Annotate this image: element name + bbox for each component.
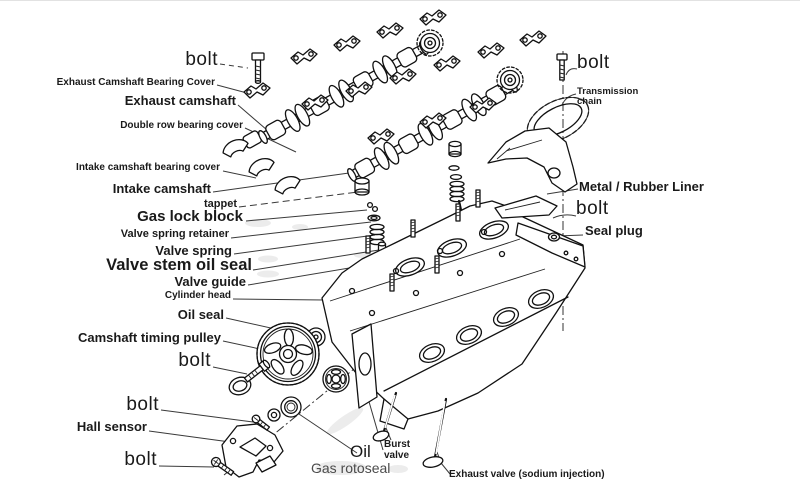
bolt-top-right-drawing [556,53,568,81]
pulley-bolt-washer [228,359,271,396]
label-hall-sensor: Hall sensor [76,419,147,434]
label-intake-camshaft-bearing-cover: Intake camshaft bearing cover [76,162,220,173]
hall-sensor-bolt-lower [210,456,235,476]
label-valve-spring-retainer: Valve spring retainer [120,228,229,240]
seal-cap [267,408,281,422]
hall-sensor-drawing [221,423,284,478]
hall-sensor-bolt-upper [251,414,271,431]
timing-pulley-cluster [228,322,350,422]
label-metal-rubber-liner: Metal / Rubber Liner [579,179,704,194]
label-valve-spring: Valve spring [155,243,232,258]
label-bolt-hall-lower: bolt [124,449,157,470]
label-exhaust-camshaft-bearing-cover: Exhaust Camshaft Bearing Cover [56,77,215,88]
label-exhaust-valve-sodium: Exhaust valve (sodium injection) [449,469,605,480]
label-bolt-pulley: bolt [178,350,211,371]
label-gas-lock-block: Gas lock block [137,208,243,225]
camshaft-timing-pulley-drawing [256,322,320,386]
metal-rubber-liner-drawing [487,127,578,219]
label-bolt-liner: bolt [576,198,609,219]
label-burst-valve-line2: valve [384,449,410,461]
cylinder-head-drawing [321,189,586,430]
exhaust-valve-drawing [422,397,448,468]
label-double-row-bearing-cover: Double row bearing cover [120,120,243,131]
bolt-top-left-drawing [251,52,265,84]
lower-pulley [322,365,350,393]
label-oil-seal: Oil seal [177,307,224,322]
label-intake-camshaft: Intake camshaft [112,181,211,196]
label-transmission-chain-line2: chain [577,96,602,108]
label-bolt-top-right: bolt [577,52,610,73]
label-cylinder-head: Cylinder head [164,290,231,301]
smudge-artifacts [245,219,408,475]
label-valve-stem-oil-seal: Valve stem oil seal [106,256,252,274]
label-seal-plug: Seal plug [585,223,643,238]
burst-valve-drawing [372,391,398,442]
label-bolt-hall-upper: bolt [126,394,159,415]
label-tappet: tappet [204,198,237,210]
label-transmission-chain: Transmission chain [577,86,639,108]
label-transmission-chain-line1: Transmission [577,86,639,97]
label-burst-valve-line1: Burst [384,439,411,450]
oil-seal-ring [280,396,302,418]
seal-plug-drawing [547,232,561,242]
label-oil: Oil [350,442,371,461]
label-bolt-top-left: bolt [185,49,218,70]
label-burst-valve: Burst valve [384,439,411,461]
label-exhaust-camshaft: Exhaust camshaft [124,93,236,108]
bearing-covers [220,137,303,196]
label-camshaft-timing-pulley: Camshaft timing pulley [77,330,221,345]
label-valve-guide: Valve guide [174,274,246,289]
label-gas-rotoseal: Gas rotoseal [311,460,391,476]
